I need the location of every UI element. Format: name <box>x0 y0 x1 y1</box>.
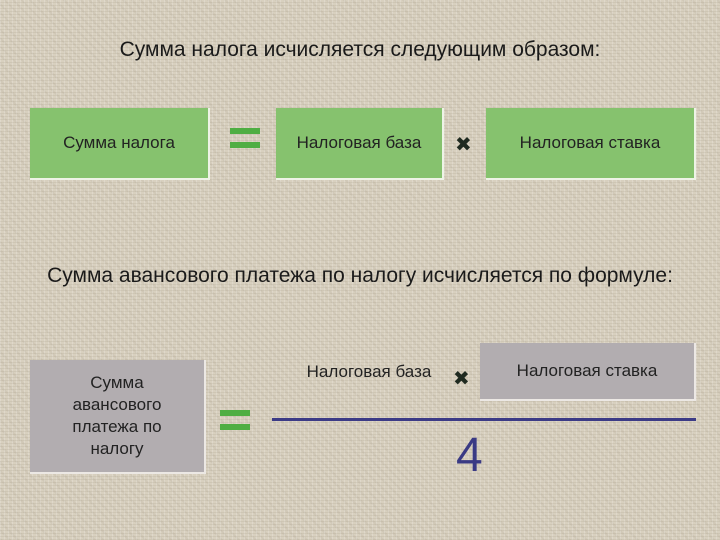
numerator-tax-base: Налоговая база <box>306 362 432 382</box>
fraction-line <box>272 418 696 421</box>
equals-sign-2 <box>218 404 252 441</box>
advance-payment-box: Сумма авансового платежа по налогу <box>30 360 206 474</box>
denominator: 4 <box>456 429 483 482</box>
section2-heading: Сумма авансового платежа по налогу исчис… <box>47 264 673 287</box>
tax-base-box: Налоговая база <box>276 108 444 180</box>
tax-sum-box: Сумма налога <box>30 108 210 180</box>
multiply-icon: ✖ <box>455 134 472 156</box>
tax-rate-box: Налоговая ставка <box>486 108 696 180</box>
multiply-icon-2: ✖ <box>453 368 470 390</box>
equals-sign <box>228 122 262 159</box>
tax-rate-box-2: Налоговая ставка <box>480 343 696 401</box>
section1-heading: Сумма налога исчисляется следующим образ… <box>119 38 601 61</box>
